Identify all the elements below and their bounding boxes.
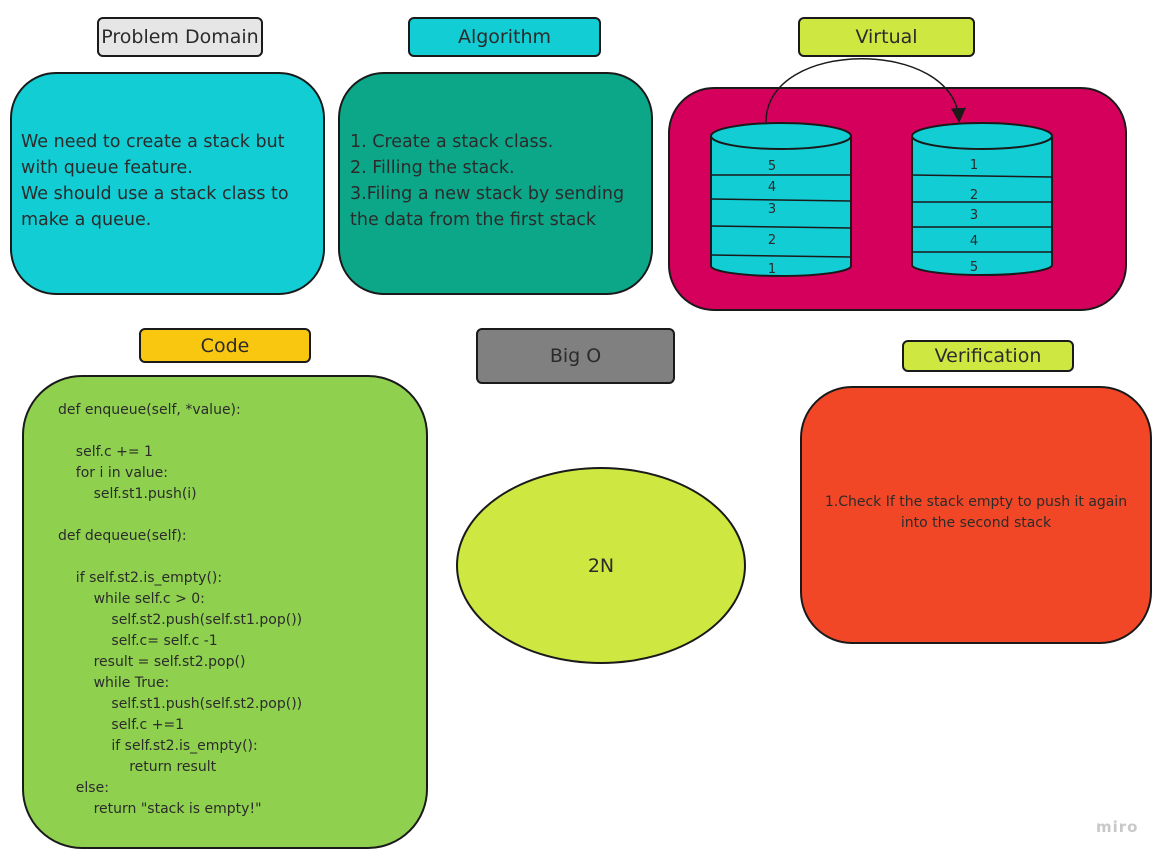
code-block: def enqueue(self, *value): self.c += 1 f… — [58, 402, 303, 817]
problem-domain-text: We need to create a stack but with queue… — [21, 132, 289, 230]
algorithm-box[interactable] — [338, 72, 653, 295]
verification-label[interactable]: Verification — [902, 340, 1074, 372]
verification-box[interactable] — [800, 386, 1152, 644]
verification-text: 1.Check If the stack empty to push it ag… — [824, 494, 1128, 531]
algorithm-text: 1. Create a stack class. 2. Filling the … — [350, 132, 625, 230]
big-o-label[interactable]: Big O — [476, 328, 675, 384]
code-box[interactable] — [22, 375, 428, 849]
problem-domain-label[interactable]: Problem Domain — [97, 17, 263, 57]
virtual-box[interactable] — [668, 87, 1127, 311]
algorithm-label[interactable]: Algorithm — [408, 17, 601, 57]
code-label[interactable]: Code — [139, 328, 311, 363]
big-o-ellipse[interactable]: 2N — [456, 467, 746, 664]
problem-domain-box[interactable] — [10, 72, 325, 295]
virtual-label[interactable]: Virtual — [798, 17, 975, 57]
miro-watermark: miro — [1096, 818, 1139, 836]
